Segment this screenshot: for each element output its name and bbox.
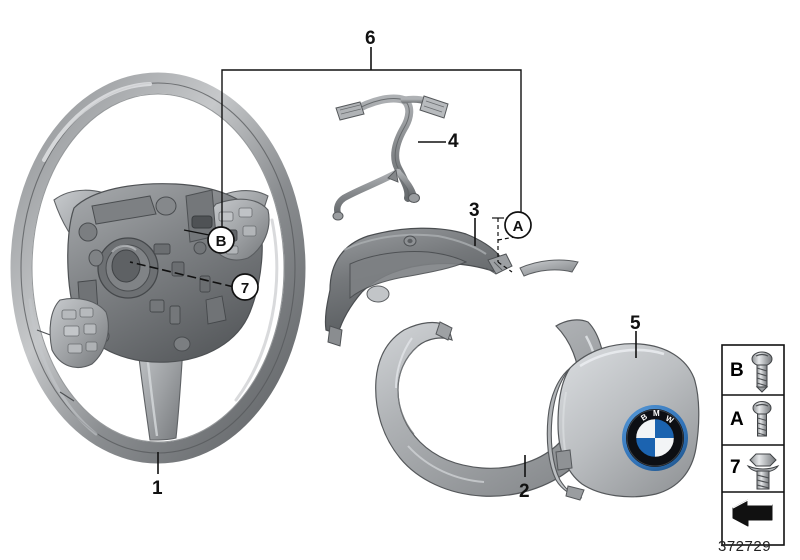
hub-boss-right2 <box>193 241 207 255</box>
emblem-quadrant-bl <box>635 438 655 458</box>
hub-slot-5 <box>169 305 181 325</box>
pan-head-self-tapping-screw-icon <box>751 351 773 393</box>
rim-seam-2 <box>59 391 75 402</box>
switch-button-l6[interactable] <box>85 341 98 352</box>
rim-highlight-left <box>28 298 98 436</box>
hub-switch-slot <box>191 215 213 229</box>
cover-tab-detail <box>485 261 503 275</box>
rim-highlight-right <box>234 218 279 402</box>
bracket-6-span <box>221 69 522 228</box>
circled-callout-b-label: B <box>216 233 227 250</box>
cover-recess <box>349 251 468 300</box>
emblem-letter-m: M <box>653 409 660 418</box>
switch-button-r1[interactable] <box>218 211 234 222</box>
legend-key-7: 7 <box>730 457 741 478</box>
airbag-cover-side <box>546 367 583 499</box>
hub-bracket-right <box>205 295 227 325</box>
rim-outline-inner <box>31 93 285 443</box>
callout-label-5: 5 <box>630 313 641 334</box>
leader-7-dashed <box>129 261 235 288</box>
callout-label-3: 3 <box>469 200 480 221</box>
circled-callout-a-label: A <box>513 218 524 235</box>
airbag-module: B M W <box>546 343 700 501</box>
switch-button-l4[interactable] <box>83 323 97 335</box>
trim-inner-edge <box>397 345 419 435</box>
legend-box <box>721 344 785 546</box>
legend-key-b: B <box>730 360 744 381</box>
switch-button-l1[interactable] <box>61 309 77 320</box>
circled-callout-7-label: 7 <box>241 280 249 297</box>
callout-label-2: 2 <box>519 481 530 502</box>
callout-label-1: 1 <box>152 478 163 499</box>
hub-boss-left2 <box>88 249 104 267</box>
harness-clip-end-1 <box>332 211 344 221</box>
harness-connector-left <box>335 101 365 121</box>
emblem-ring-edge <box>626 409 684 467</box>
circled-callout-7: 7 <box>231 273 259 301</box>
switch-button-l3[interactable] <box>63 325 80 337</box>
harness-clip-end-2 <box>408 193 420 203</box>
emblem-field-edge <box>634 417 676 459</box>
switch-button-l5[interactable] <box>67 343 83 354</box>
airbag-highlight-top <box>579 348 665 368</box>
hub-slot-1 <box>153 243 171 255</box>
harness-branch-lower <box>334 168 402 218</box>
harness-connector-right <box>419 95 449 119</box>
airbag-clip-left <box>555 449 573 471</box>
switch-button-r3[interactable] <box>242 225 257 237</box>
harness-clip-mid <box>387 169 399 183</box>
emblem-letter-w: W <box>664 414 675 426</box>
hub-boss-top <box>155 196 177 216</box>
hub-slot-4 <box>149 299 165 313</box>
leader-a-dashed <box>492 217 521 273</box>
diagram-part-number: 372729 <box>718 538 772 555</box>
cover-hole <box>366 285 390 303</box>
hex-flange-bolt-icon <box>746 453 780 490</box>
wiring-harness <box>332 94 449 221</box>
airbag-clip-bottom <box>565 485 585 501</box>
direction-arrow-icon <box>732 499 773 527</box>
cover-highlight-top <box>343 233 487 255</box>
cover-side-strip <box>519 259 579 277</box>
callout-label-6: 6 <box>365 28 376 49</box>
trim-highlight-left <box>395 337 413 389</box>
emblem-quadrant-tr <box>655 418 675 438</box>
switch-button-r2[interactable] <box>238 207 253 218</box>
pan-head-machine-screw-icon <box>752 401 772 437</box>
upper-steering-column-cover <box>324 227 579 347</box>
circled-callout-b: B <box>207 226 235 254</box>
hub-bore-core <box>111 249 141 283</box>
callout-label-4: 4 <box>448 131 459 152</box>
emblem-letter-b: B <box>639 412 649 423</box>
bmw-roundel: B M W <box>622 405 688 471</box>
trim-highlight-bottom <box>407 445 485 483</box>
hub-boss-left <box>78 222 98 242</box>
circled-callout-a: A <box>504 211 532 239</box>
cover-boss-hole <box>407 238 413 244</box>
bracket-6 <box>221 47 522 228</box>
switch-button-l2[interactable] <box>79 307 94 318</box>
rim-highlight-top <box>42 82 152 162</box>
trim-tab-left <box>435 321 453 341</box>
hub-boss-lower-right <box>173 336 191 352</box>
hub-rib-top <box>91 195 157 225</box>
cover-tab-left <box>327 325 343 347</box>
legend-key-a: A <box>730 409 744 430</box>
hub-bore-highlight <box>111 244 137 253</box>
